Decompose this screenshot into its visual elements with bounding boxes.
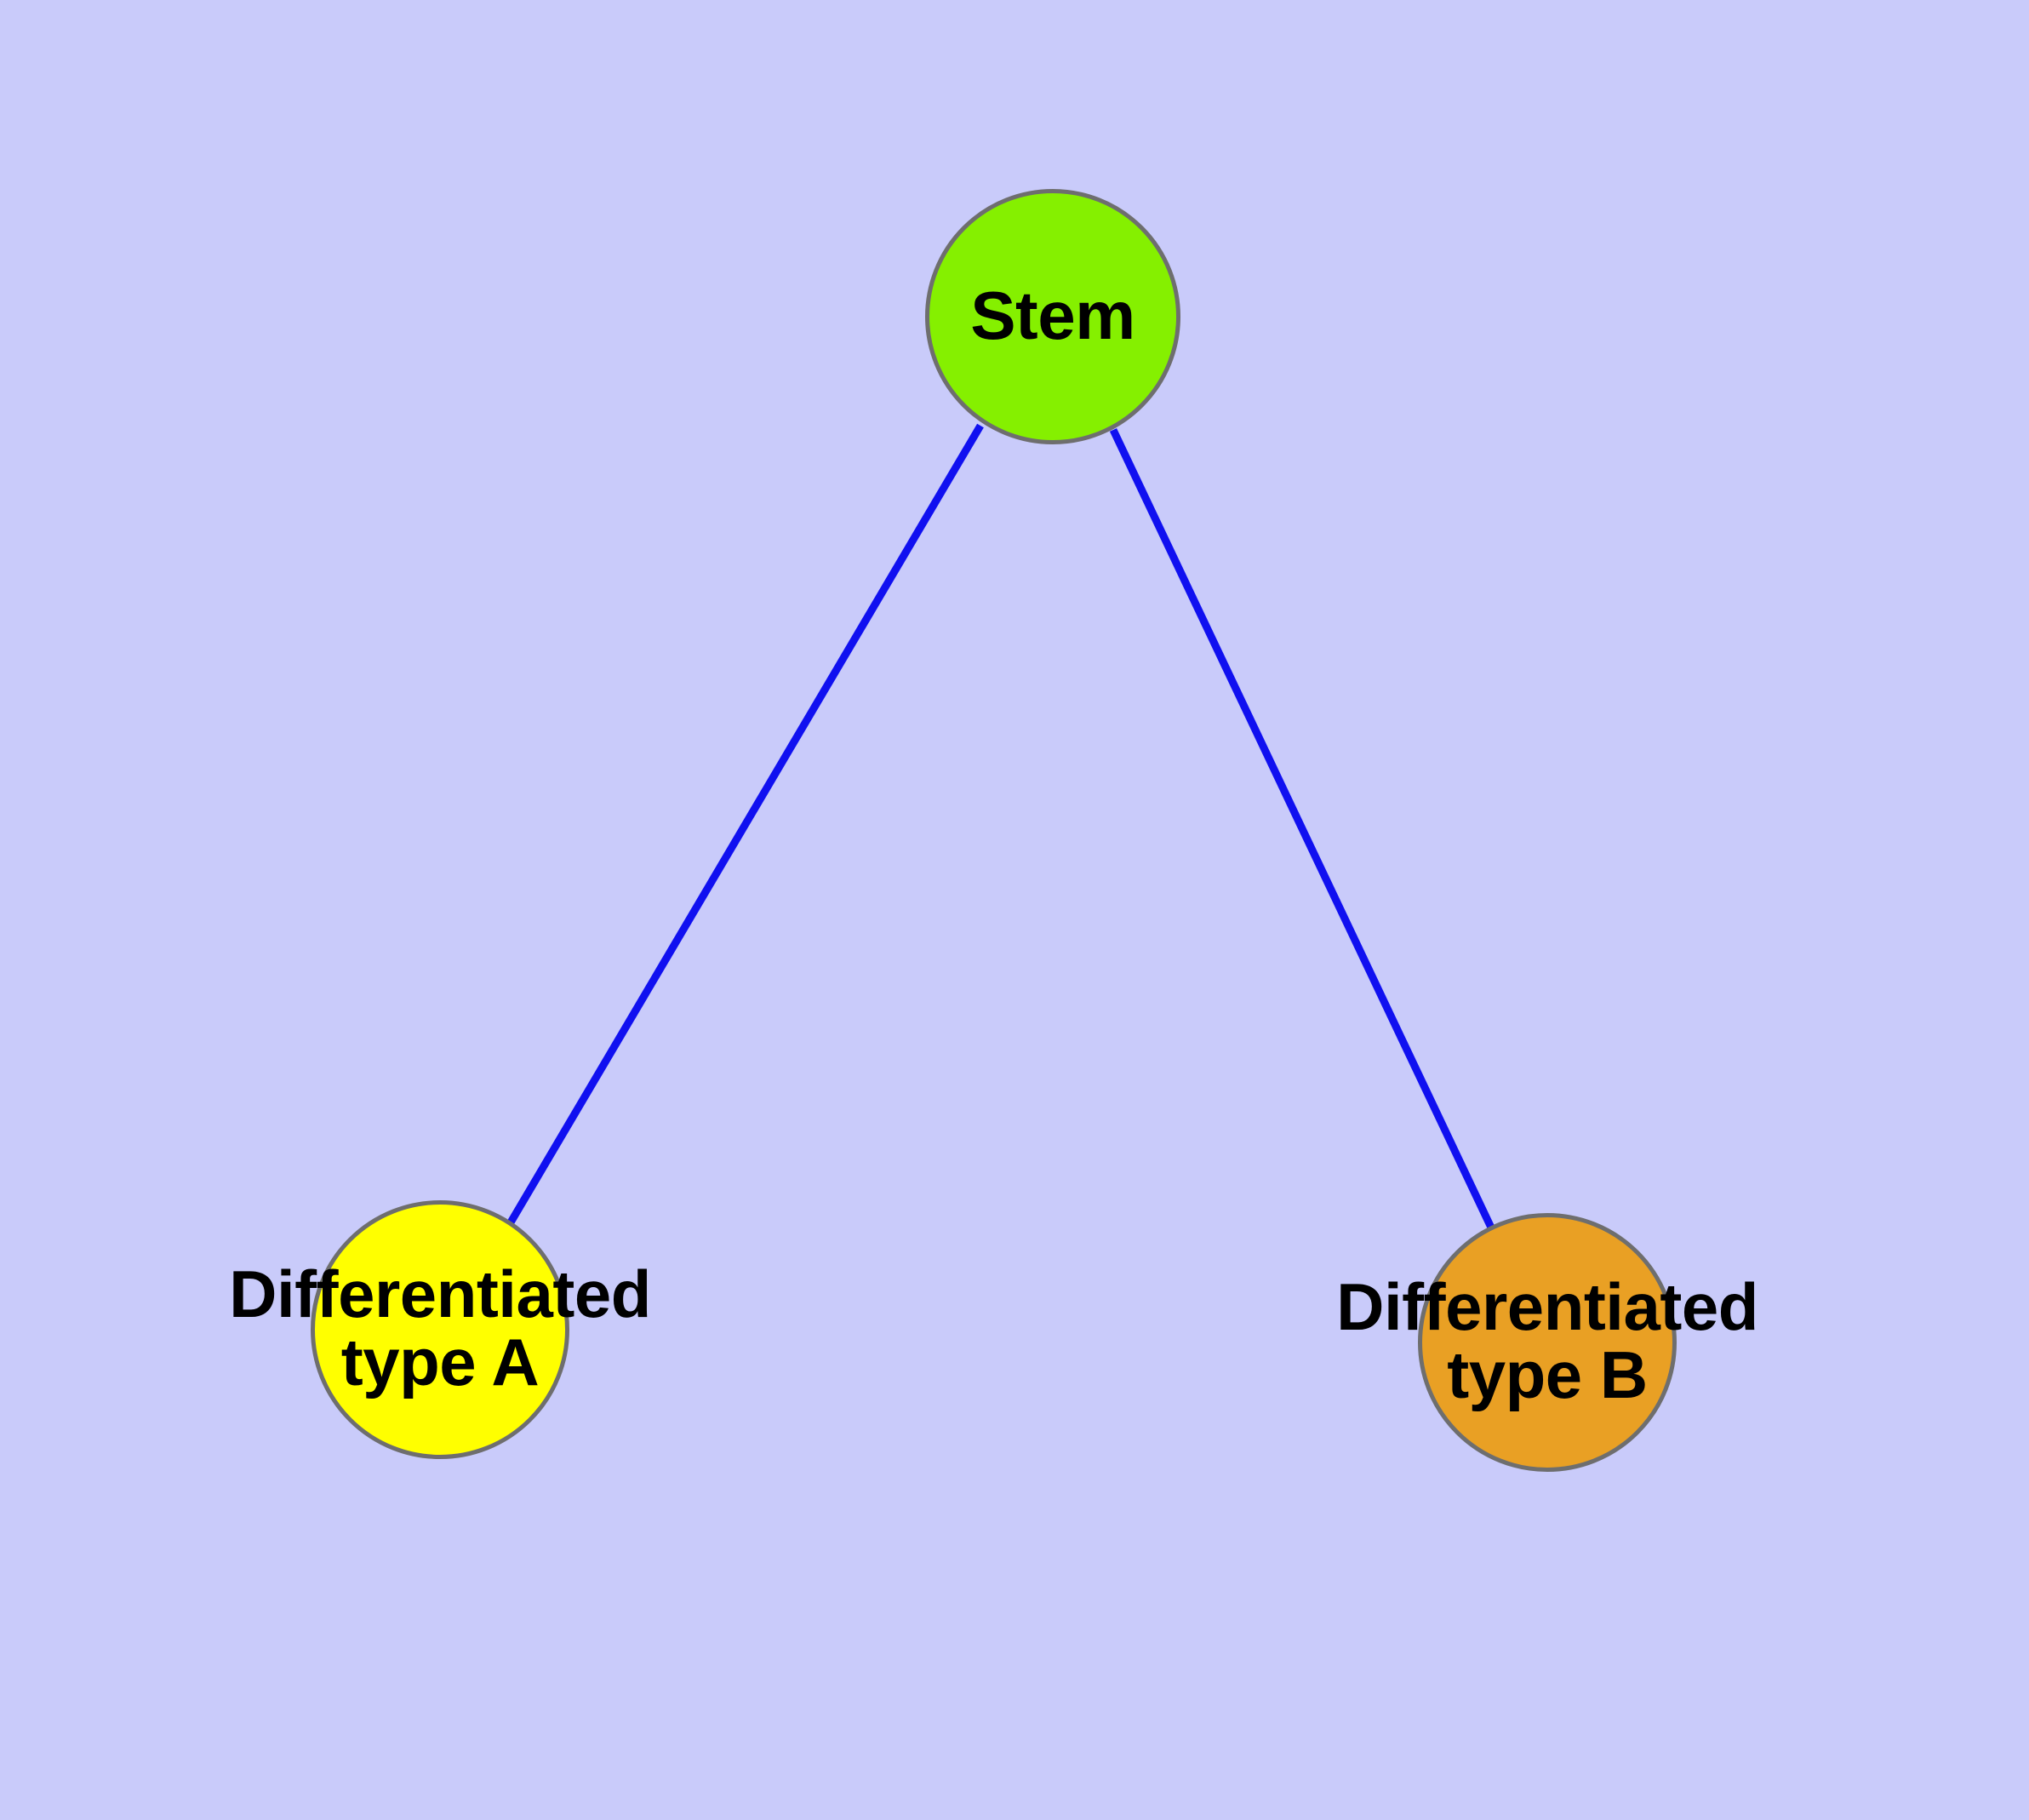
edge-stem-to-differentiated-type-a[interactable] xyxy=(507,423,984,1225)
node-differentiated-type-b[interactable] xyxy=(1418,1213,1677,1472)
node-differentiated-type-a[interactable] xyxy=(311,1200,569,1459)
node-stem[interactable] xyxy=(925,189,1180,444)
edge-stem-to-differentiated-type-b[interactable] xyxy=(1109,428,1495,1229)
